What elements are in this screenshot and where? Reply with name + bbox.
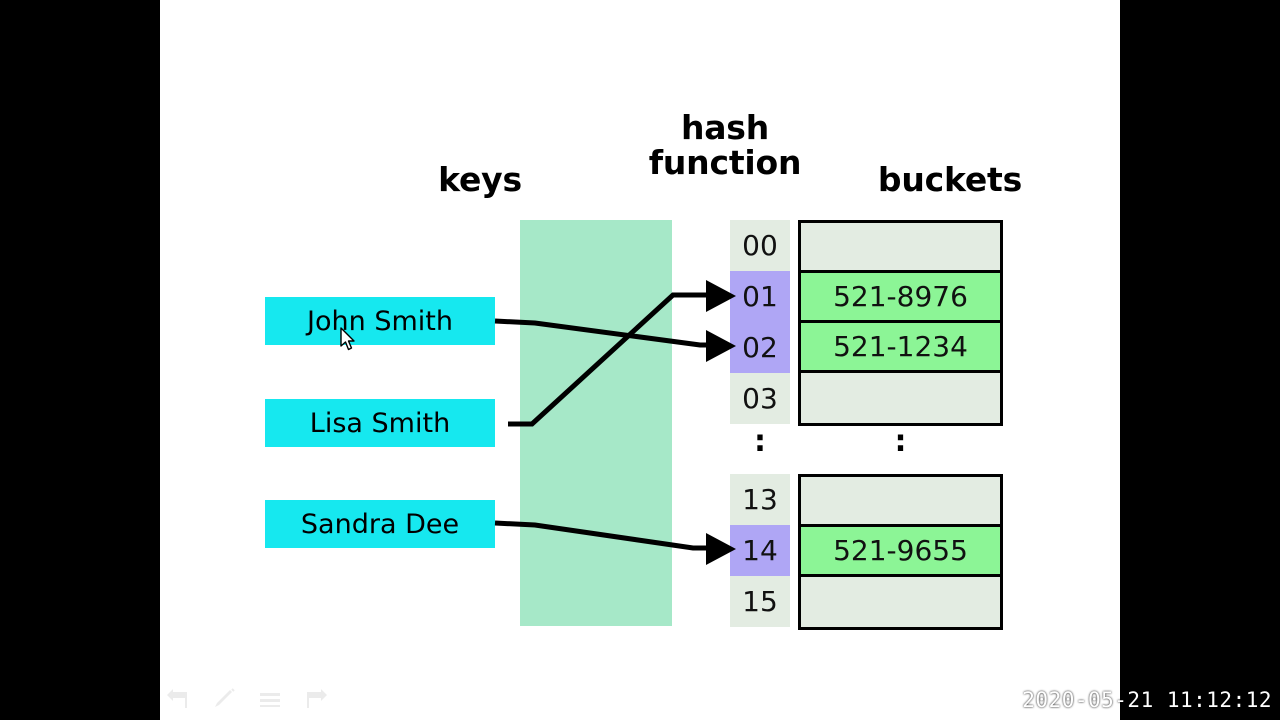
arrow-sandra-dee-to-14 — [494, 520, 713, 551]
next-slide-icon[interactable] — [303, 688, 329, 710]
bucket-index-14: 14 — [730, 525, 790, 576]
bucket-group-lower: 521-9655 — [798, 474, 1003, 630]
arrow-john-smith-to-02 — [494, 318, 713, 348]
bucket-index-03: 03 — [730, 373, 790, 424]
ellipsis-index-column: : — [754, 424, 766, 459]
arrowhead-14 — [706, 533, 736, 565]
menu-icon[interactable] — [257, 688, 283, 710]
bucket-value-00 — [801, 223, 1000, 273]
previous-slide-icon[interactable] — [165, 688, 191, 710]
heading-keys: keys — [438, 160, 522, 199]
pen-tool-icon[interactable] — [211, 688, 237, 710]
key-box-sandra-dee[interactable]: Sandra Dee — [265, 500, 495, 548]
bucket-index-15: 15 — [730, 576, 790, 627]
bucket-value-01: 521-8976 — [801, 273, 1000, 323]
hash-function-block — [520, 220, 672, 626]
bucket-index-13: 13 — [730, 474, 790, 525]
arrow-lisa-smith-to-01 — [508, 292, 713, 427]
bucket-value-14: 521-9655 — [801, 527, 1000, 577]
key-box-lisa-smith[interactable]: Lisa Smith — [265, 399, 495, 447]
key-box-john-smith[interactable]: John Smith — [265, 297, 495, 345]
viewer-controls[interactable] — [165, 688, 329, 710]
arrowhead-01 — [706, 280, 736, 312]
mapping-arrows — [494, 280, 736, 565]
bucket-index-02: 02 — [730, 322, 790, 373]
bucket-index-00: 00 — [730, 220, 790, 271]
mouse-cursor — [340, 327, 355, 351]
arrowhead-02 — [706, 330, 736, 362]
bucket-group-upper: 521-8976 521-1234 — [798, 220, 1003, 426]
bucket-index-01: 01 — [730, 271, 790, 322]
heading-hash-function: hash function — [648, 108, 802, 182]
bucket-value-15 — [801, 577, 1000, 627]
bucket-value-03 — [801, 373, 1000, 423]
ellipsis-value-column: : — [894, 424, 907, 459]
slide-canvas: keys hash function buckets John Smith Li… — [160, 0, 1120, 720]
bucket-value-13 — [801, 477, 1000, 527]
timestamp-overlay: 2020-05-21 11:12:12 — [1022, 688, 1272, 712]
bucket-value-02: 521-1234 — [801, 323, 1000, 373]
heading-buckets: buckets — [877, 160, 1023, 199]
